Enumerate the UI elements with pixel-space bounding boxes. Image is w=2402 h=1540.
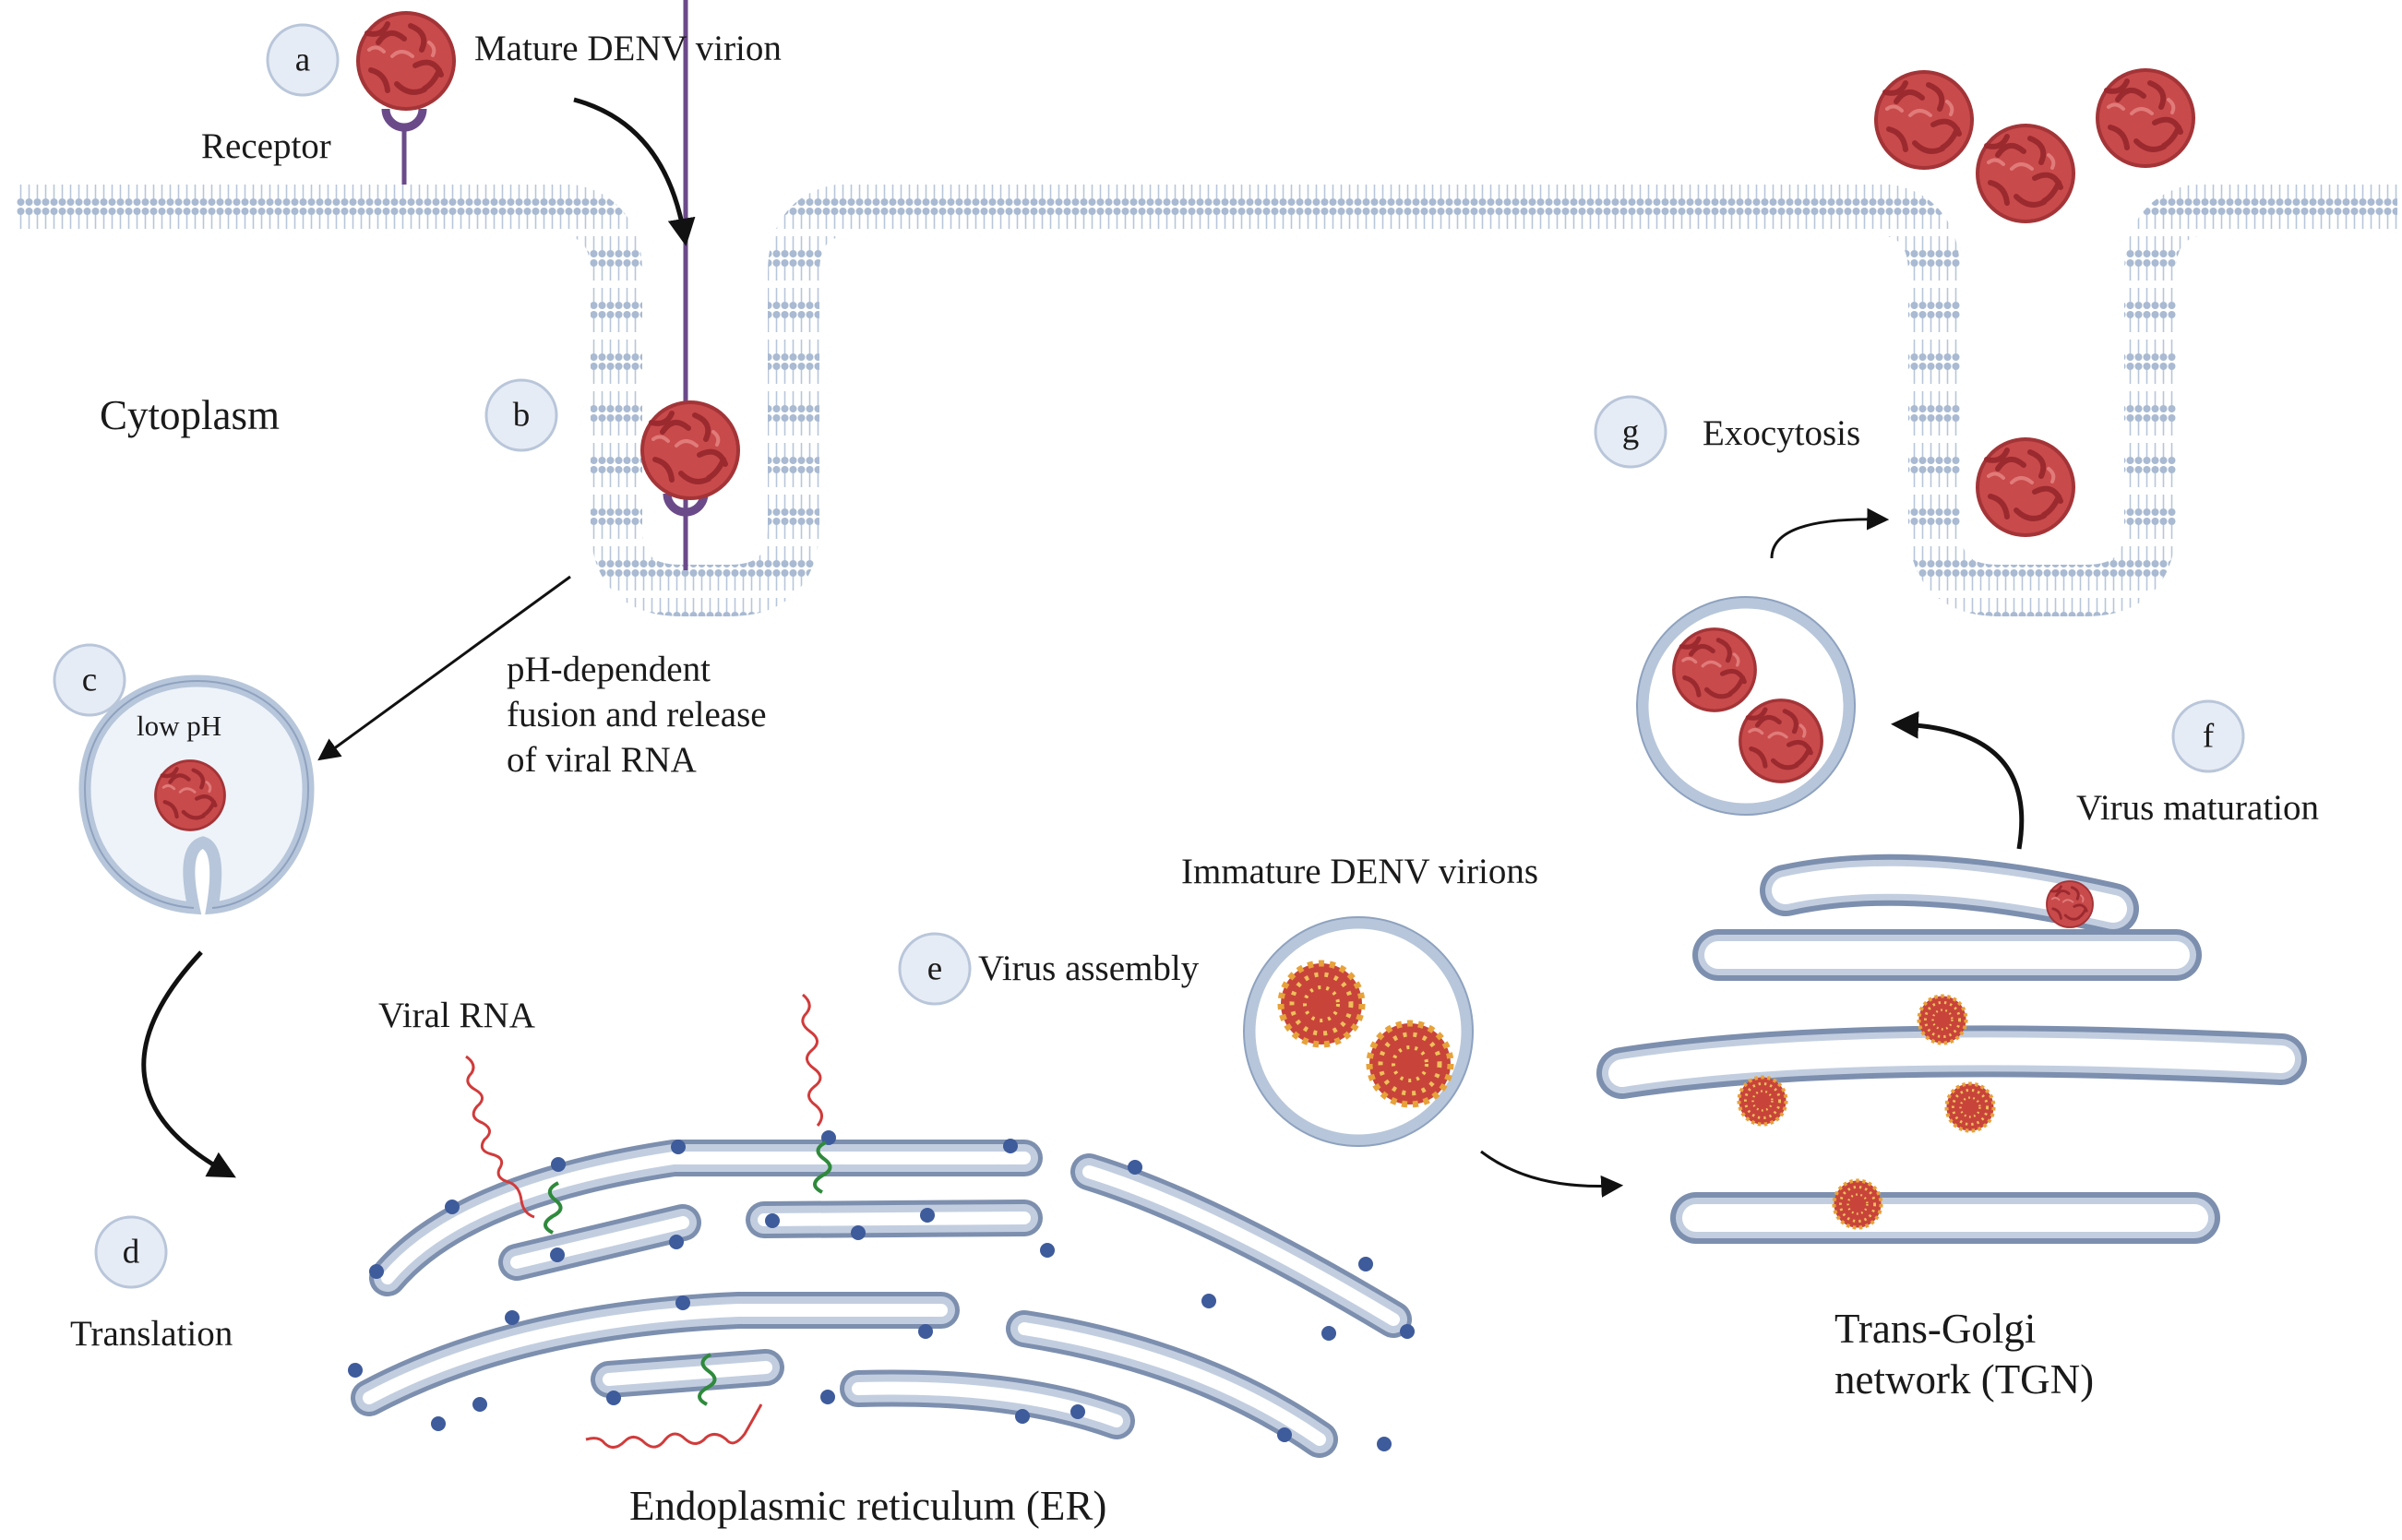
viral-rna-icon [465, 993, 832, 1449]
label-er: Endoplasmic reticulum (ER) [629, 1483, 1106, 1529]
label-tgn-line1: Trans-Golgi [1834, 1306, 2036, 1352]
mature-virion-icon [358, 13, 454, 109]
label-receptor: Receptor [201, 126, 331, 166]
mature-virion-icon [156, 761, 225, 830]
step-marker-g: g [1594, 395, 1667, 469]
label-cytoplasm: Cytoplasm [100, 392, 280, 438]
immature-virion-icon [1739, 1077, 1786, 1124]
arrow-e-to-golgi [1480, 1150, 1624, 1198]
label-low-ph: low pH [137, 710, 221, 742]
golgi-icon [1596, 854, 2307, 1244]
vesicle-icon [1243, 916, 1474, 1147]
immature-virion-icon [1834, 1180, 1881, 1227]
step-marker-d: d [94, 1215, 168, 1289]
arrow-vesicle-to-exocytosis [1770, 507, 1890, 559]
mature-virion-icon [1674, 629, 1755, 710]
mature-virion-icon [1876, 72, 1972, 168]
arrow-a-to-b [573, 97, 696, 246]
mature-virion-icon [642, 402, 738, 498]
step-letter: b [513, 397, 531, 435]
label-virus-assembly: Virus assembly [978, 949, 1200, 988]
mature-virion-icon [1978, 125, 2073, 221]
step-letter: a [295, 42, 310, 79]
label-fusion-line2: fusion and release [507, 695, 767, 734]
receptor-icon [381, 108, 427, 185]
label-virus-maturation: Virus maturation [2076, 788, 2319, 828]
label-fusion-line3: of viral RNA [507, 740, 697, 780]
step-letter: g [1622, 413, 1640, 451]
mature-virion-icon [1978, 439, 2073, 535]
label-mature-virion: Mature DENV virion [474, 29, 782, 68]
vesicle-icon [1636, 596, 1856, 816]
plasma-membrane [17, 183, 2397, 616]
step-marker-a: a [266, 23, 340, 97]
immature-virion-icon [1918, 996, 1966, 1043]
label-immature-virions: Immature DENV virions [1181, 852, 1538, 891]
arrow-golgi-to-vesicle [1891, 710, 2025, 850]
label-exocytosis: Exocytosis [1703, 413, 1860, 453]
step-letter: f [2203, 718, 2215, 756]
label-translation: Translation [70, 1314, 233, 1354]
step-marker-c: c [53, 643, 126, 717]
label-tgn-line2: network (TGN) [1834, 1356, 2094, 1403]
immature-virion-icon [1369, 1023, 1451, 1104]
mature-virion-icon [1740, 700, 1822, 782]
er-icon [351, 1140, 1412, 1458]
immature-virion-icon [1946, 1083, 1993, 1130]
step-marker-b: b [484, 378, 558, 452]
arrow-b-to-c [317, 575, 571, 761]
mature-virion-icon [2097, 70, 2193, 166]
label-fusion-line1: pH-dependent [507, 650, 711, 689]
mature-virion-icon [2045, 879, 2095, 929]
ribosome-icon [348, 1130, 1415, 1451]
immature-virion-icon [1281, 963, 1362, 1045]
step-letter: c [82, 662, 97, 699]
arrow-c-to-d [141, 950, 236, 1178]
step-letter: d [123, 1234, 140, 1271]
step-marker-e: e [898, 932, 972, 1006]
step-marker-f: f [2171, 699, 2245, 773]
label-viral-rna: Viral RNA [378, 996, 535, 1035]
step-letter: e [927, 950, 942, 988]
